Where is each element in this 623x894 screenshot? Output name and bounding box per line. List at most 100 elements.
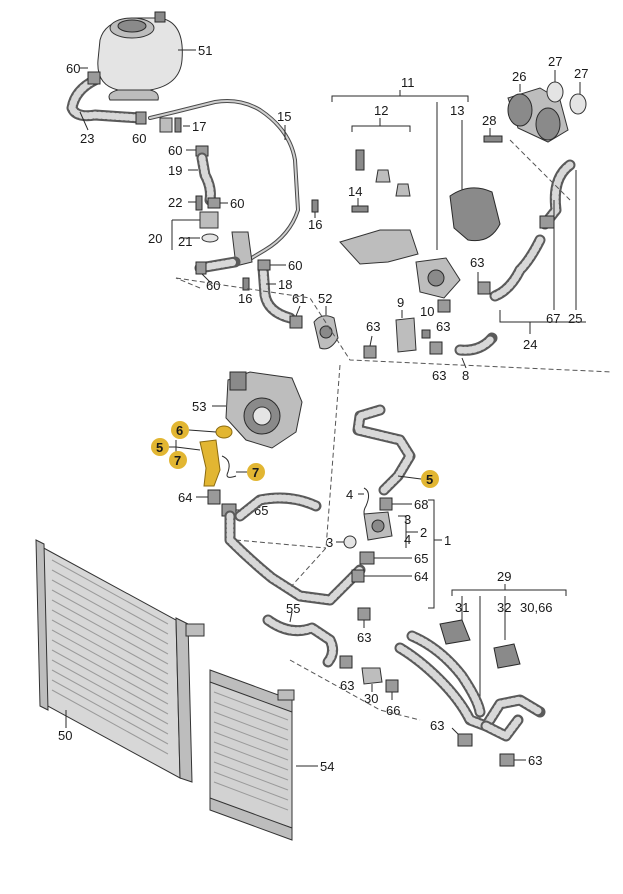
label-13: 13: [450, 103, 464, 118]
label-29: 29: [497, 569, 511, 584]
clamp-63-b: [437, 299, 451, 313]
label-8: 8: [462, 368, 469, 383]
screw-10: [421, 329, 431, 339]
clamp-63-f: [339, 655, 353, 669]
label-60-f: 60: [288, 258, 302, 273]
label-63-c: 63: [432, 368, 446, 383]
clamp-68: [379, 497, 393, 511]
label-63-h: 63: [528, 753, 542, 768]
label-23: 23: [80, 131, 94, 146]
hose-29: [394, 630, 546, 742]
label-60-b: 60: [132, 131, 146, 146]
label-63-b: 63: [436, 319, 450, 334]
o-ring-21: [201, 233, 219, 243]
label-60-e: 60: [206, 278, 220, 293]
hose-5: [352, 404, 416, 496]
highlight-6: [171, 421, 189, 439]
label-60-d: 60: [230, 196, 244, 211]
radiator-54: [209, 669, 295, 841]
label-21: 21: [178, 234, 192, 249]
label-66: 66: [386, 703, 400, 718]
label-24: 24: [523, 337, 537, 352]
label-2: 2: [420, 525, 427, 540]
label-4-b: 4: [404, 532, 411, 547]
label-27-a: 27: [548, 54, 562, 69]
hose-8: [454, 332, 498, 356]
bolt-16-a: [311, 199, 319, 213]
label-16-a: 16: [308, 217, 322, 232]
highlight-7-b: [247, 463, 265, 481]
hose-24: [489, 234, 546, 302]
clamp-60-f: [257, 259, 271, 271]
pump-52: [313, 315, 339, 350]
connector-32: [493, 643, 521, 669]
label-3-a: 3: [404, 512, 411, 527]
label-63-d: 63: [470, 255, 484, 270]
label-55: 55: [286, 601, 300, 616]
bolt-14: [351, 205, 369, 213]
label-14: 14: [348, 184, 362, 199]
cover-13: [449, 187, 501, 242]
label-53: 53: [192, 399, 206, 414]
hose-main-lower: [224, 492, 366, 606]
clamp-61: [289, 315, 303, 329]
clamp-63-h: [499, 753, 515, 767]
label-6: 6: [176, 423, 183, 438]
label-5-b: 5: [426, 472, 433, 487]
pump-housing-53: [225, 371, 303, 449]
pipe-15: [148, 99, 301, 264]
hose-23: [66, 74, 146, 124]
label-63-a: 63: [366, 319, 380, 334]
expansion-tank: [97, 11, 183, 101]
connector-30: [361, 667, 383, 685]
connector-31: [439, 619, 471, 645]
label-30-66: 30,66: [520, 600, 553, 615]
label-20: 20: [148, 231, 162, 246]
label-67: 67: [546, 311, 560, 326]
clamp-63-e: [357, 607, 371, 621]
label-28: 28: [482, 113, 496, 128]
highlight-5-a: [151, 438, 169, 456]
sender-20: [199, 211, 219, 229]
label-25: 25: [568, 311, 582, 326]
label-11: 11: [401, 75, 415, 90]
label-63-f: 63: [340, 678, 354, 693]
label-17: 17: [192, 119, 206, 134]
label-15: 15: [277, 109, 291, 124]
clamp-60-e: [195, 261, 207, 275]
label-51: 51: [198, 43, 212, 58]
clamp-65-b: [359, 551, 375, 565]
label-19: 19: [168, 163, 182, 178]
clamp-63-a: [363, 345, 377, 359]
clamp-60-a: [87, 71, 101, 85]
label-5-a: 5: [156, 440, 163, 455]
label-27-b: 27: [574, 66, 588, 81]
o-ring-27-a: [546, 81, 564, 103]
valve-9: [395, 317, 417, 353]
label-3-b: 3: [326, 535, 333, 550]
sleeve-12: [375, 169, 391, 183]
radiator-50: [35, 539, 205, 783]
label-30: 30: [364, 691, 378, 706]
o-ring-27-b: [569, 93, 587, 115]
seal-6: [215, 425, 233, 439]
hose-19: [196, 152, 216, 206]
label-10: 10: [420, 304, 434, 319]
screw-22: [195, 195, 203, 211]
label-63-e: 63: [357, 630, 371, 645]
label-31: 31: [455, 600, 469, 615]
label-26: 26: [512, 69, 526, 84]
clamp-64-b: [351, 569, 365, 583]
label-12: 12: [374, 103, 388, 118]
fitting-5: [199, 439, 221, 487]
label-68: 68: [414, 497, 428, 512]
bolt-16-b: [242, 277, 250, 291]
valve-assembly: [415, 257, 461, 299]
label-32: 32: [497, 600, 511, 615]
label-52: 52: [318, 291, 332, 306]
label-54: 54: [320, 759, 334, 774]
label-65-b: 65: [414, 551, 428, 566]
label-61: 61: [292, 291, 306, 306]
